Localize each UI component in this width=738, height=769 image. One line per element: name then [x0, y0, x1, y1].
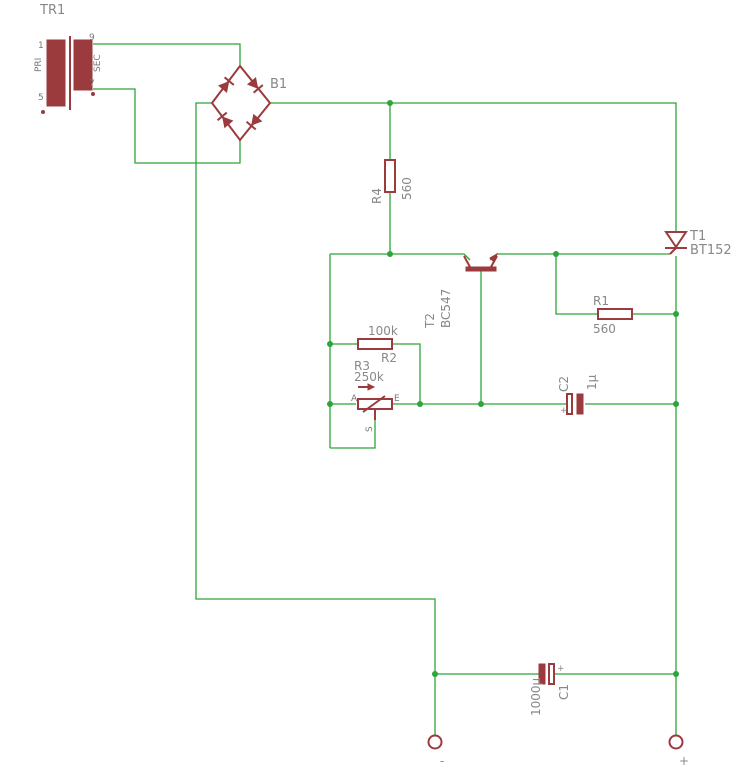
c1-name: C1 [557, 684, 571, 700]
junction-dot [478, 401, 484, 407]
capacitor-c1: + 1000µ C1 [529, 663, 571, 716]
junctions [327, 100, 679, 677]
negative-terminal[interactable] [427, 734, 443, 750]
junction-dot [432, 671, 438, 677]
junction-dot [327, 401, 333, 407]
tr1-pri-label: PRI [34, 58, 44, 72]
t2-name: T2 [423, 313, 437, 329]
r3-pin-a: A [351, 394, 358, 404]
r4-value: 560 [400, 177, 414, 200]
tr1-pin-1: 1 [38, 41, 44, 51]
transformer-tr1: 1 5 9 7 PRI SEC TR1 [34, 3, 103, 114]
r3-value: 250k [354, 370, 384, 384]
b1-name: B1 [270, 77, 287, 92]
t2-value: BC547 [439, 289, 453, 328]
r2-value: 100k [368, 324, 398, 338]
r3-pin-e: E [394, 394, 400, 404]
c1-polarity: + [557, 664, 565, 674]
tr1-pin-9: 9 [89, 33, 95, 43]
positive-terminal[interactable] [668, 734, 684, 750]
tr1-sec-label: SEC [93, 54, 103, 72]
c2-polarity: + [560, 406, 568, 416]
t1-name: T1 [689, 229, 706, 244]
r3-pin-s: S [365, 426, 375, 432]
junction-dot [673, 671, 679, 677]
bridge-rectifier-b1: B1 [210, 64, 287, 142]
t1-value: BT152 [690, 243, 732, 258]
resistor-r1: R1 560 [593, 294, 633, 336]
potentiometer-r3: R3 250k A E S [351, 359, 400, 432]
negative-terminal-label: - [440, 754, 444, 768]
r1-name: R1 [593, 294, 609, 308]
terminals: - + [427, 734, 689, 768]
r3-name: R3 [354, 359, 370, 373]
r1-value: 560 [593, 322, 616, 336]
junction-dot [553, 251, 559, 257]
r4-name: R4 [370, 188, 384, 204]
c1-value: 1000µ [529, 677, 543, 716]
positive-terminal-label: + [679, 754, 689, 768]
c2-value: 1µ [585, 374, 599, 390]
thyristor-t1: T1 BT152 [664, 229, 732, 258]
transistor-t2: T2 BC547 [423, 252, 498, 329]
tr1-pin-5: 5 [38, 93, 44, 103]
junction-dot [417, 401, 423, 407]
c2-name: C2 [557, 376, 571, 392]
junction-dot [673, 401, 679, 407]
junction-dot [387, 100, 393, 106]
tr1-pin-7: 7 [89, 79, 95, 89]
junction-dot [327, 341, 333, 347]
junction-dot [673, 311, 679, 317]
capacitor-c2: + C2 1µ [557, 374, 599, 416]
tr1-name: TR1 [39, 3, 65, 18]
junction-dot [387, 251, 393, 257]
r2-name: R2 [381, 351, 397, 365]
resistor-r2: 100k R2 [357, 324, 398, 365]
resistor-r4: R4 560 [370, 159, 414, 204]
